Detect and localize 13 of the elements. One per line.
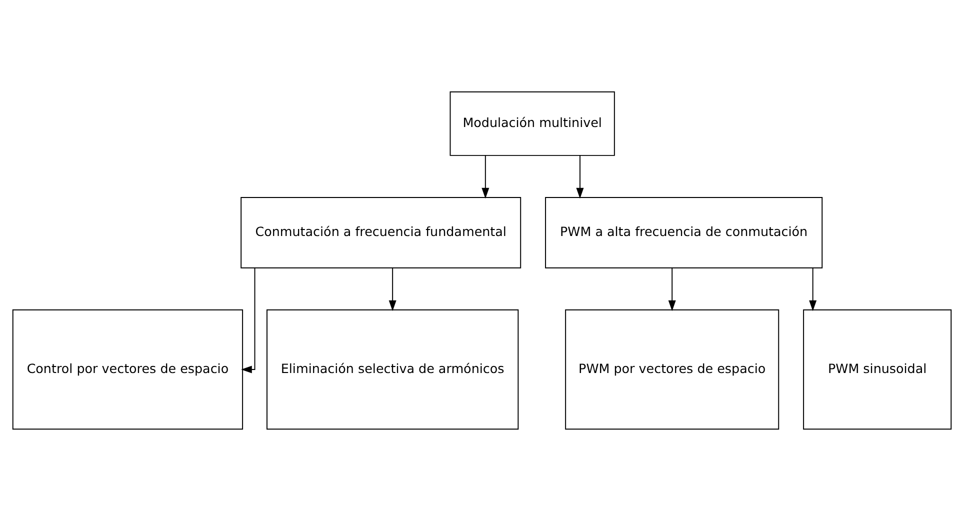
arrow xyxy=(668,266,676,311)
arrow xyxy=(241,266,256,373)
node-box: Control por vectores de espacio xyxy=(12,308,244,430)
node-box: Modulación multinivel xyxy=(450,90,615,156)
node-box: PWM por vectores de espacio xyxy=(565,308,780,430)
node-box: PWM sinusoidal xyxy=(803,308,952,430)
arrow xyxy=(388,266,396,311)
arrow xyxy=(809,266,817,311)
node-box: Conmutación a frecuencia fundamental xyxy=(240,196,522,268)
arrow xyxy=(482,154,490,198)
node-box: Eliminación selectiva de armónicos xyxy=(266,308,519,430)
node-box: PWM a alta frecuencia de conmutación xyxy=(545,196,823,268)
arrow xyxy=(576,154,584,198)
